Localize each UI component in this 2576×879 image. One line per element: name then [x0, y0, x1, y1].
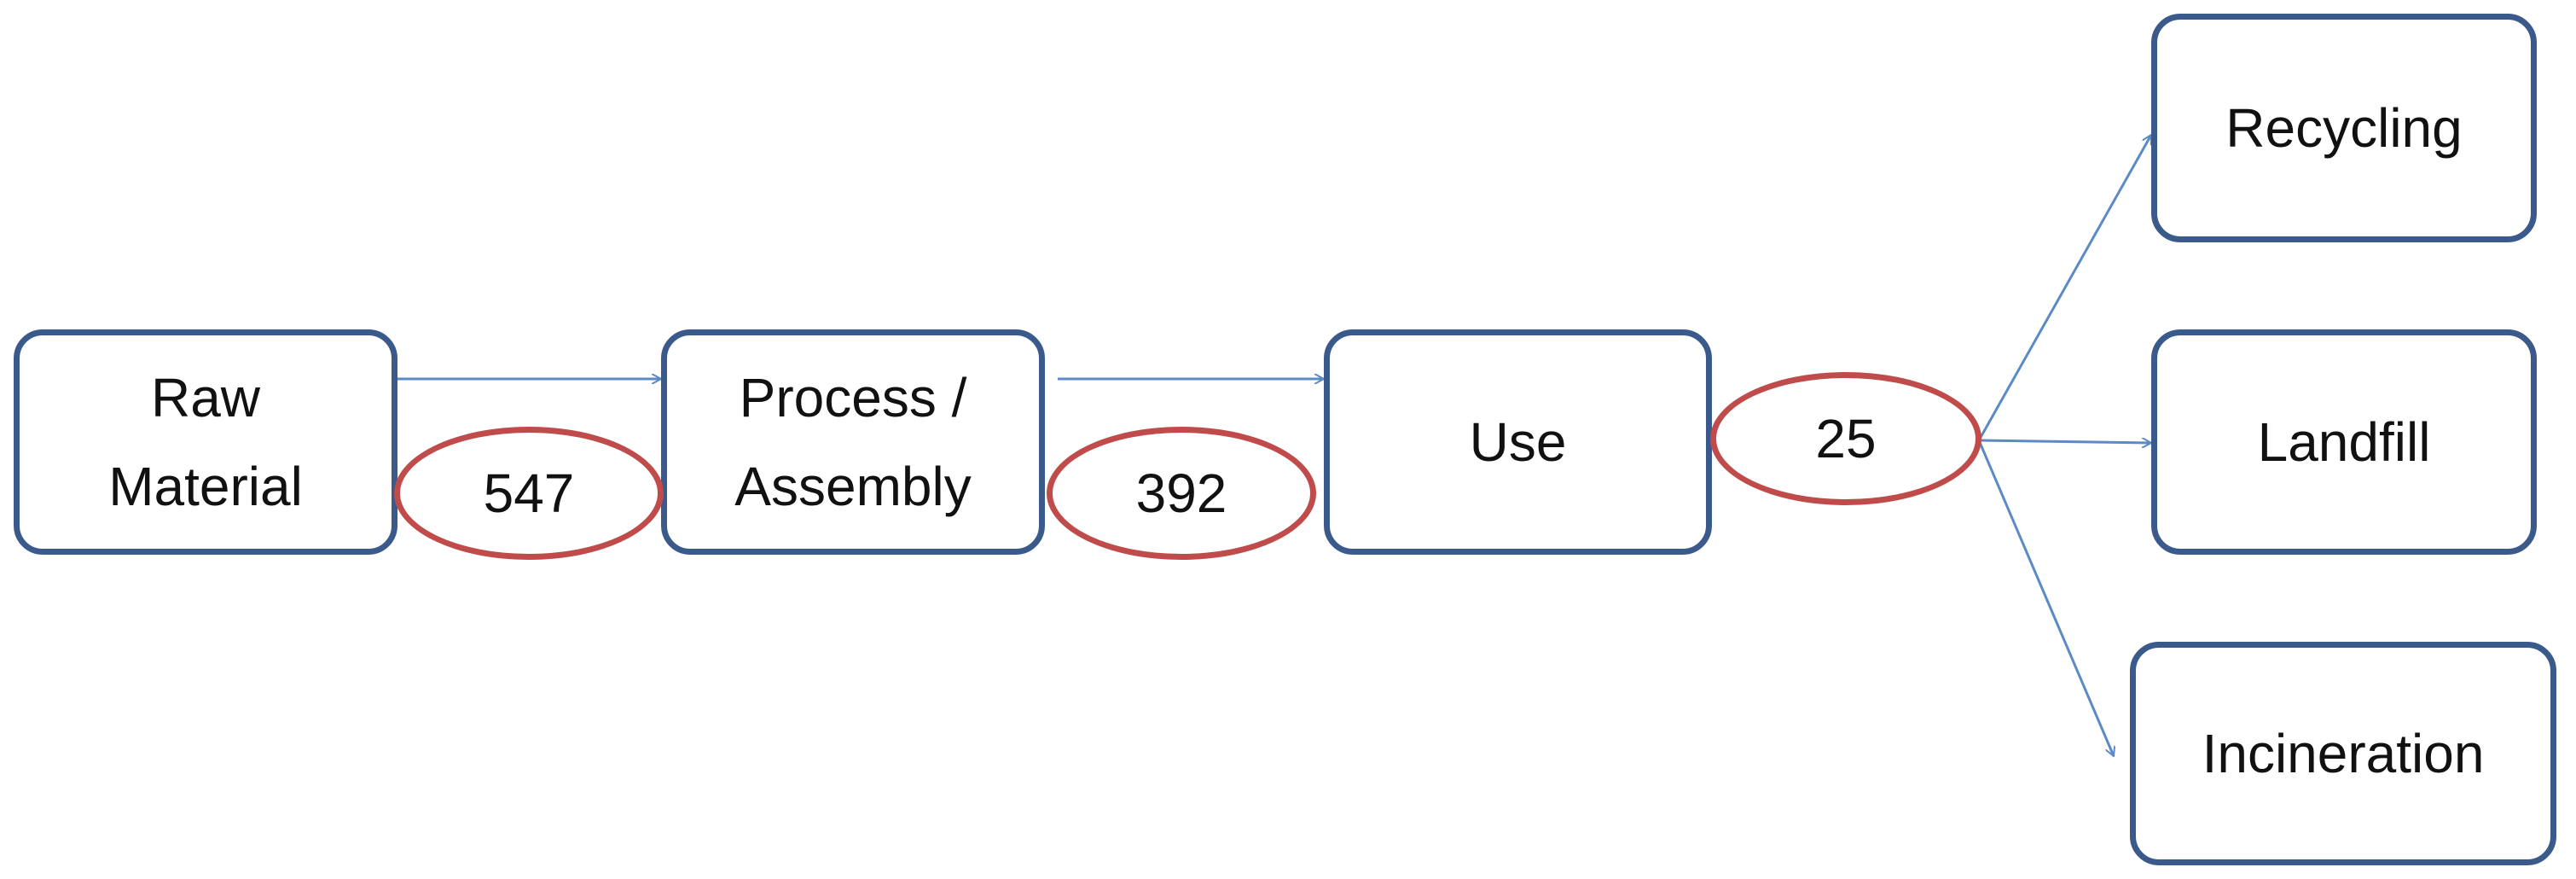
- arrow-to-recycling: [1977, 135, 2153, 441]
- value-process-to-use: 392: [1135, 463, 1227, 524]
- process-assembly-label-line1: Process /: [739, 367, 967, 428]
- value-raw-to-process: 547: [483, 463, 575, 524]
- landfill-label: Landfill: [2257, 411, 2431, 473]
- value-oval-raw-to-process: 547: [394, 427, 664, 560]
- incineration-label: Incineration: [2202, 723, 2485, 784]
- landfill-box: Landfill: [2151, 329, 2537, 555]
- incineration-box: Incineration: [2130, 642, 2556, 865]
- process-assembly-box: Process / Assembly: [661, 329, 1045, 555]
- value-oval-process-to-use: 392: [1047, 427, 1316, 560]
- raw-material-label-line2: Material: [108, 456, 303, 517]
- recycling-label: Recycling: [2225, 97, 2463, 159]
- raw-material-box: Raw Material: [14, 329, 397, 555]
- process-assembly-label-line2: Assembly: [734, 456, 972, 517]
- use-label: Use: [1469, 411, 1567, 473]
- value-use-to-end-of-life: 25: [1815, 408, 1877, 469]
- arrow-to-incineration: [1977, 440, 2114, 756]
- use-box: Use: [1324, 329, 1712, 555]
- value-oval-use-to-end-of-life: 25: [1710, 372, 1981, 505]
- arrow-to-landfill: [1978, 440, 2151, 443]
- raw-material-label-line1: Raw: [150, 367, 261, 428]
- recycling-box: Recycling: [2151, 14, 2537, 242]
